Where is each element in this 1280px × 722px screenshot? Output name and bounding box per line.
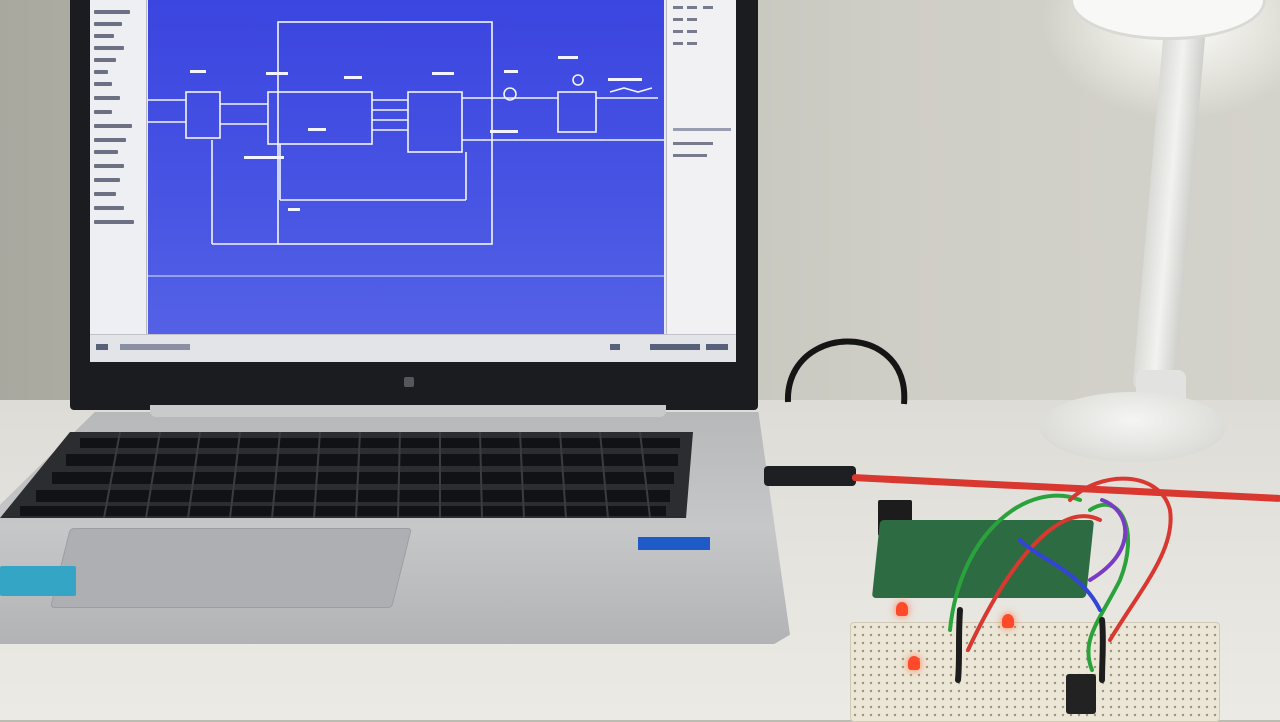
jumper-wires	[948, 476, 1173, 683]
screen-right-panel	[666, 0, 736, 334]
screen-left-panel	[90, 0, 147, 334]
laptop-logo	[404, 377, 414, 387]
laptop-hinge	[150, 405, 666, 417]
desk-lamp-icon	[1040, 392, 1226, 462]
laptop-keyboard	[0, 432, 693, 518]
breadboard-icon	[850, 622, 1220, 722]
laptop-trackpad	[50, 528, 412, 608]
laptop-sticker	[0, 566, 76, 596]
laptop-screen	[90, 0, 736, 362]
led-icon	[896, 602, 908, 616]
breadboard-chip	[1066, 674, 1096, 714]
laptop-blue-strip	[638, 537, 710, 550]
taskbar	[90, 334, 736, 362]
circuit-schematic	[148, 21, 664, 277]
black-cable-loop	[784, 338, 908, 405]
keyboard-keys	[20, 432, 680, 518]
usb-cable-icon	[764, 466, 856, 486]
schematic-canvas	[148, 0, 664, 334]
led-icon	[1002, 614, 1014, 628]
led-icon	[908, 656, 920, 670]
